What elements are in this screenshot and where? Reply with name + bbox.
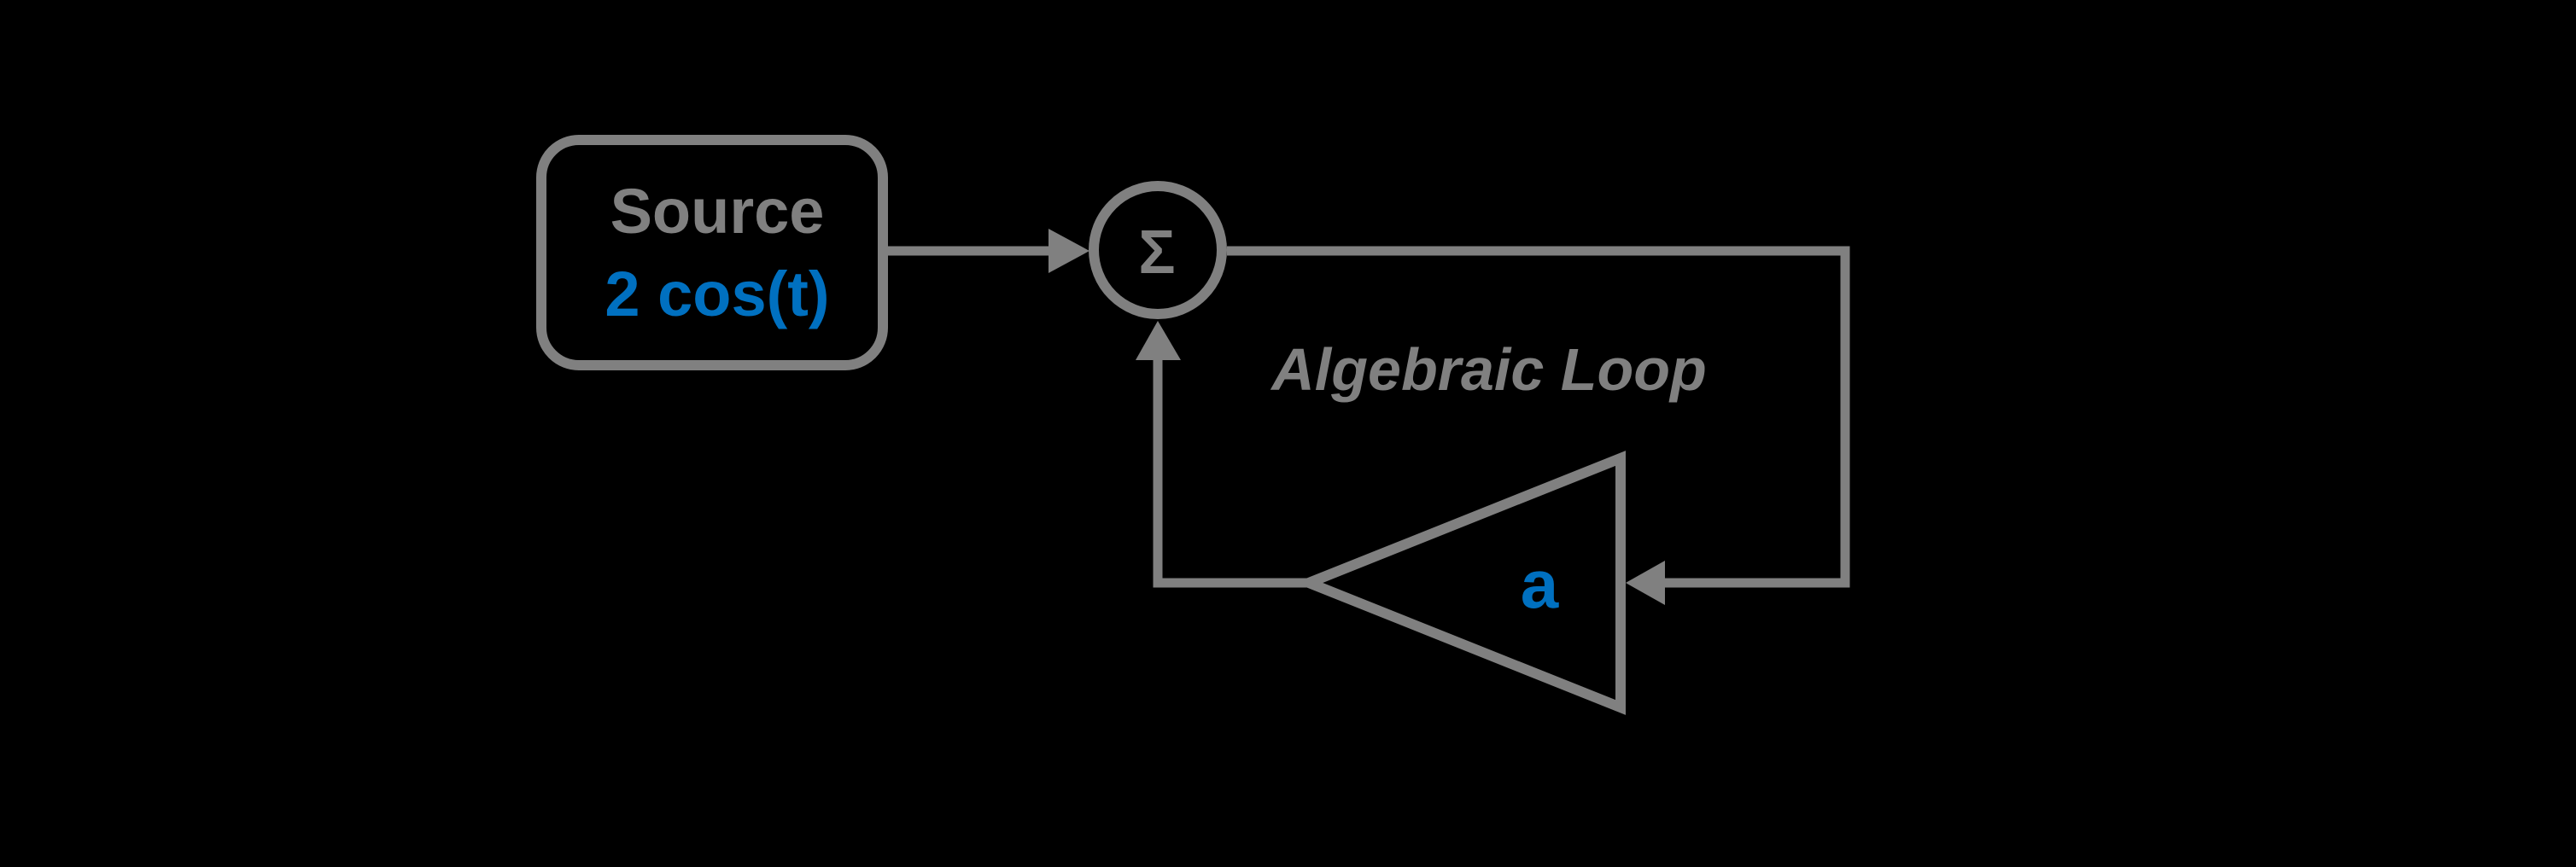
feedback-path-line — [1153, 358, 1309, 588]
forward-path-line — [1227, 246, 1850, 588]
gain-triangle — [1294, 451, 1626, 715]
sigma-symbol: Σ — [1138, 218, 1175, 287]
source-signal-label: 2 cos(t) — [605, 259, 829, 329]
feedback-arrowhead-icon — [1136, 321, 1181, 360]
source-block — [536, 135, 888, 370]
source-to-sum-arrowhead-icon — [1049, 229, 1089, 273]
algebraic-loop-label: Algebraic Loop — [1270, 336, 1706, 403]
sum-junction — [1089, 181, 1227, 319]
gain-label: a — [1521, 546, 1559, 622]
source-block-title: Source — [610, 176, 825, 247]
forward-path-arrowhead-icon — [1626, 561, 1665, 605]
